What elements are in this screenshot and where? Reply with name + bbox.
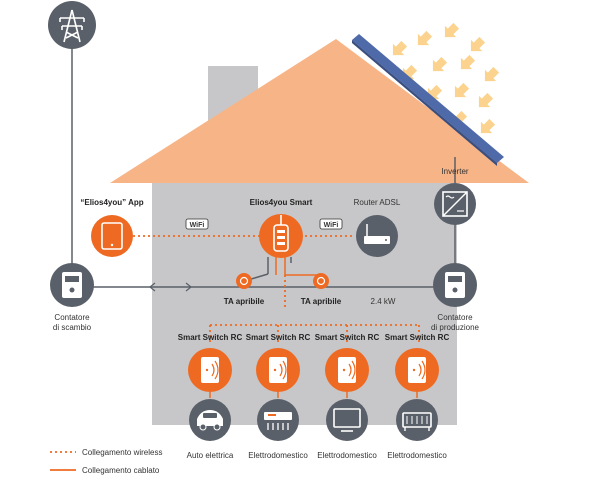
wifi-badge-right: WiFi [319,218,343,230]
sun-ray-arrow [478,92,494,108]
sun-ray-arrow [470,36,486,52]
legend-wireless-label: Collegamento wireless [82,448,162,457]
smart-device-label: Elios4you Smart [250,198,313,207]
sun-ray-arrow [444,22,460,38]
meter-exchange-label-line1: Contatore [54,313,90,322]
solar-panel [352,34,504,166]
sun-ray-arrow [392,40,408,56]
meter-production-label-line1: Contatore [437,313,473,322]
inverter-icon [434,183,476,225]
heater-icon [396,399,438,441]
router-label: Router ADSL [354,198,401,207]
flow-arrows [149,282,192,292]
car-icon [189,399,231,441]
wifi-badge-right-text: WiFi [324,222,339,229]
sun-ray-arrow [432,56,448,72]
inverter-label: Inverter [441,167,468,176]
clamp-sensor-icon-2 [313,273,329,289]
wifi-badge-left-text: WiFi [190,222,205,229]
air-conditioner-icon [257,399,299,441]
house-roof [110,39,529,183]
wifi-badge-left: WiFi [185,218,209,230]
smart-switch-title: Smart Switch RC [315,333,380,342]
device-label: Auto elettrica [187,451,234,460]
device-label: Elettrodomestico [387,451,447,460]
power-reading: 2.4 kW [371,297,396,306]
device-label: Elettrodomestico [248,451,308,460]
router-icon [356,215,398,257]
smart-switch-title: Smart Switch RC [385,333,450,342]
device-label: Elettrodomestico [317,451,377,460]
clamp-sensor-label-2: TA apribile [301,297,342,306]
smart-switch-title: Smart Switch RC [246,333,311,342]
sun-ray-arrow [484,66,500,82]
power-tower-icon [48,1,96,49]
sun-ray-arrow [454,82,470,98]
smart-switch-2: Smart Switch RC Elettrodomestico [246,333,311,460]
television-icon [326,399,368,441]
legend-wired-label: Collegamento cablato [82,466,160,475]
smart-switch-4: Smart Switch RC Elettrodomestico [385,333,450,460]
meter-production-label-line2: di produzione [431,323,480,332]
legend: Collegamento wireless Collegamento cabla… [50,448,162,475]
smart-device-icon [259,214,303,258]
sun-ray-arrow [480,118,496,134]
meter-production-icon [433,263,477,307]
smart-switch-3: Smart Switch RC Elettrodomestico [315,333,380,460]
app-label: “Elios4you” App [80,198,143,207]
sun-ray-arrow [460,54,476,70]
orange-wires [275,257,318,276]
meter-exchange-label-line2: di scambio [53,323,92,332]
clamp-sensor-label-1: TA apribile [224,297,265,306]
clamp-sensor-icon-1 [236,273,252,289]
tablet-app-icon [91,215,133,257]
smart-switch-1: Smart Switch RC Auto elettrica [178,333,243,460]
wireless-lines [133,235,420,342]
smart-switch-title: Smart Switch RC [178,333,243,342]
meter-exchange-icon [50,263,94,307]
sun-ray-arrow [417,30,433,46]
